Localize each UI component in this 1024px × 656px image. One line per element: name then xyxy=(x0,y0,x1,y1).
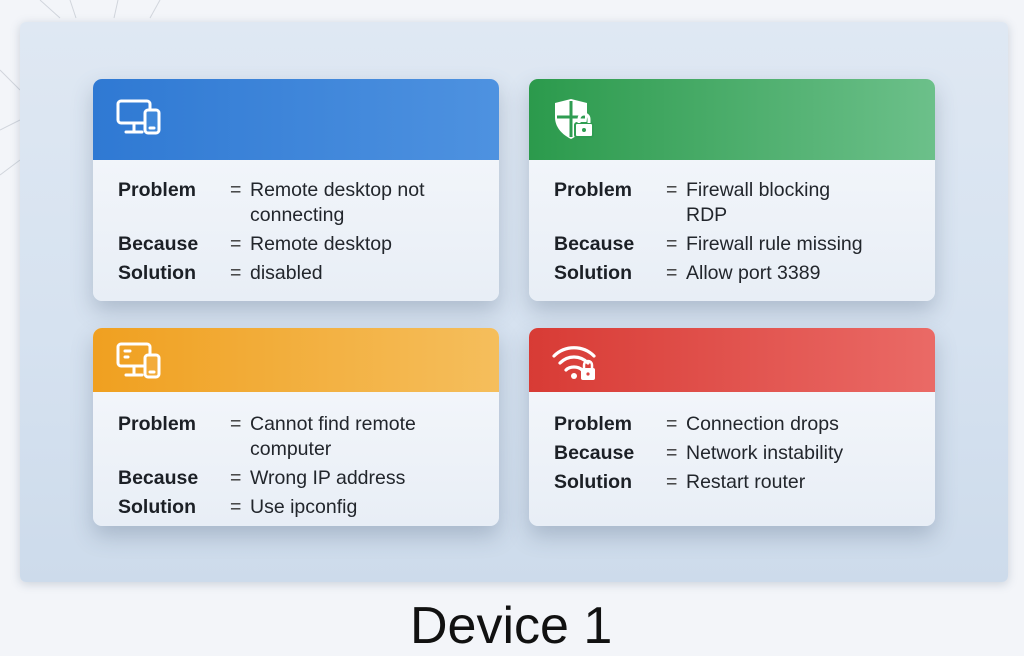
card-header xyxy=(93,328,499,392)
computer-network-icon xyxy=(116,342,161,379)
because-label: Because xyxy=(554,442,635,464)
shield-lock-icon xyxy=(555,99,594,139)
because-value: Firewall rule missing xyxy=(686,233,863,255)
equals-sign: = xyxy=(666,442,678,464)
card-header xyxy=(529,79,935,160)
problem-value: Firewall blocking RDP xyxy=(686,179,831,226)
problem-label: Problem xyxy=(554,179,633,201)
equals-sign: = xyxy=(230,413,242,435)
wifi-lock-icon xyxy=(552,346,596,380)
equals-sign: = xyxy=(230,233,242,255)
solution-value: Allow port 3389 xyxy=(686,262,821,284)
solution-value: Restart router xyxy=(686,471,806,493)
because-value: Wrong IP address xyxy=(250,467,406,489)
problem-label: Problem xyxy=(118,179,197,201)
solution-label: Solution xyxy=(554,471,632,493)
solution-row: Solution = Restart router xyxy=(554,470,925,495)
card-header xyxy=(529,328,935,392)
solution-label: Solution xyxy=(118,496,196,518)
problem-row: Problem = Connection drops xyxy=(554,412,925,437)
problem-row: Problem = Remote desktop not connecting xyxy=(118,178,489,228)
because-label: Because xyxy=(554,233,635,255)
problem-label: Problem xyxy=(554,413,633,435)
equals-sign: = xyxy=(666,233,678,255)
card-remote-computer: Problem = Cannot find remote computer Be… xyxy=(93,328,499,526)
equals-sign: = xyxy=(230,496,242,518)
card-firewall: Problem = Firewall blocking RDP Because … xyxy=(529,79,935,301)
equals-sign: = xyxy=(230,179,242,201)
solution-label: Solution xyxy=(118,262,196,284)
monitor-phone-icon xyxy=(116,99,161,135)
problem-row: Problem = Cannot find remote computer xyxy=(118,412,489,462)
card-connection: Problem = Connection drops Because = Net… xyxy=(529,328,935,526)
solution-value: Use ipconfig xyxy=(250,496,358,518)
equals-sign: = xyxy=(666,413,678,435)
equals-sign: = xyxy=(230,467,242,489)
because-value: Remote desktop xyxy=(250,233,392,255)
because-row: Because = Network instability xyxy=(554,441,925,466)
problem-row: Problem = Firewall blocking RDP xyxy=(554,178,925,228)
solution-row: Solution = disabled xyxy=(118,261,489,286)
equals-sign: = xyxy=(666,471,678,493)
equals-sign: = xyxy=(230,262,242,284)
because-label: Because xyxy=(118,467,199,489)
card-remote-desktop: Problem = Remote desktop not connecting … xyxy=(93,79,499,301)
equals-sign: = xyxy=(666,262,678,284)
solution-value: disabled xyxy=(250,262,323,284)
card-header xyxy=(93,79,499,160)
solution-row: Solution = Use ipconfig xyxy=(118,495,489,520)
because-label: Because xyxy=(118,233,199,255)
problem-value: Remote desktop not connecting xyxy=(250,179,425,226)
solution-row: Solution = Allow port 3389 xyxy=(554,261,925,286)
because-row: Because = Wrong IP address xyxy=(118,466,489,491)
cropped-caption: Device 1 xyxy=(410,597,613,655)
problem-value: Cannot find remote computer xyxy=(250,413,416,460)
problem-label: Problem xyxy=(118,413,197,435)
because-row: Because = Firewall rule missing xyxy=(554,232,925,257)
because-row: Because = Remote desktop xyxy=(118,232,489,257)
problem-value: Connection drops xyxy=(686,413,839,435)
because-value: Network instability xyxy=(686,442,844,464)
equals-sign: = xyxy=(666,179,678,201)
solution-label: Solution xyxy=(554,262,632,284)
